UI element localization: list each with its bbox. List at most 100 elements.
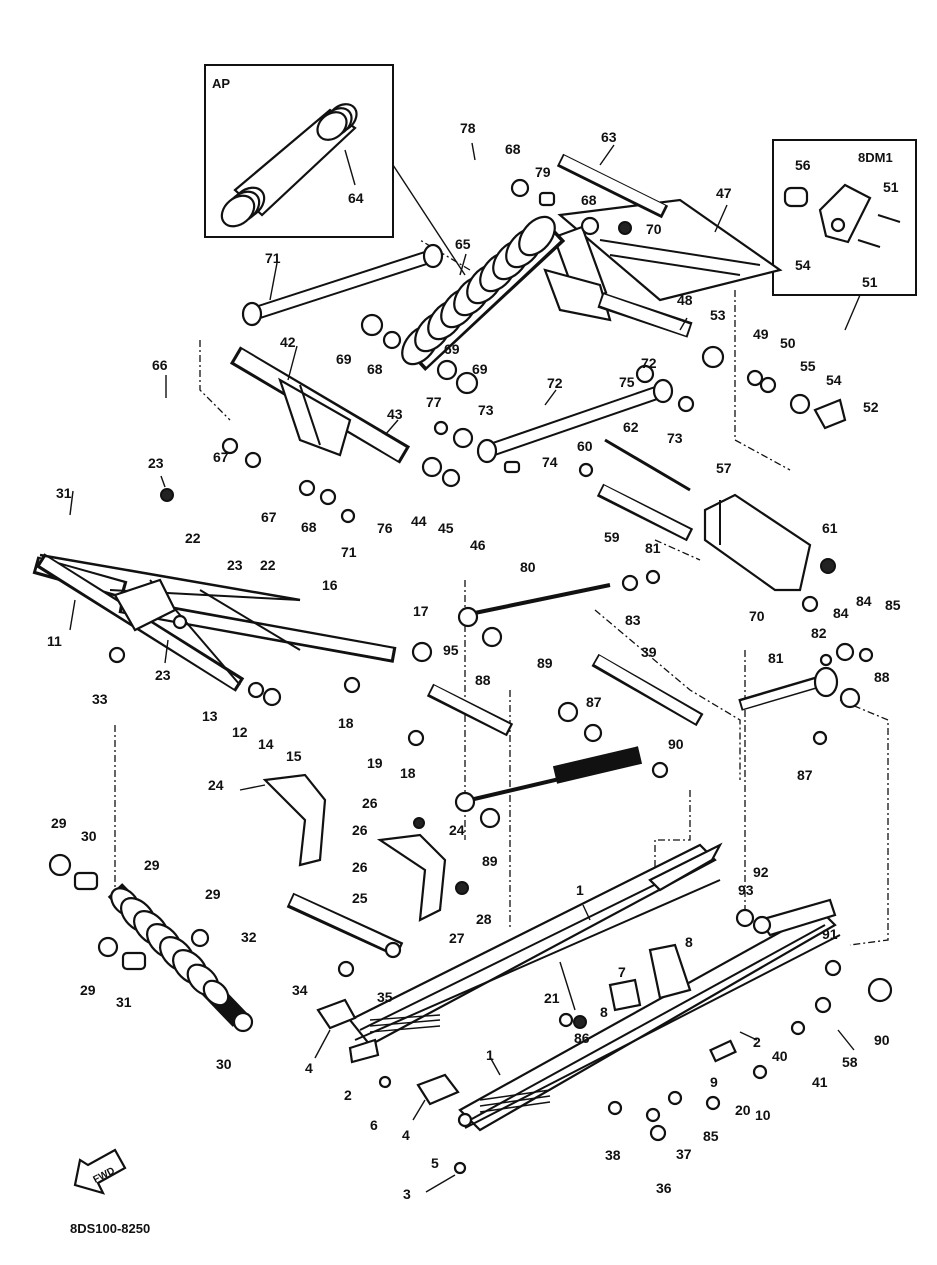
callout: 38 [605, 1147, 621, 1163]
callout: 29 [51, 815, 67, 831]
callout: 52 [863, 399, 879, 415]
callout: 21 [544, 990, 560, 1006]
callout: 86 [574, 1030, 590, 1046]
front-arm-41 [229, 346, 411, 464]
callout: 20 [735, 1102, 751, 1118]
callout: 72 [641, 355, 657, 371]
inset-ap-frame [204, 64, 394, 238]
leader-lines [69, 142, 855, 1193]
callout: 73 [667, 430, 683, 446]
inset-ap: AP 64 [204, 64, 466, 276]
callout: 82 [811, 625, 827, 641]
callout: 70 [646, 221, 662, 237]
callout: 57 [716, 460, 732, 476]
callout: 89 [537, 655, 553, 671]
bracket-24-left [262, 773, 327, 867]
callout: 92 [753, 864, 769, 880]
callout: 77 [426, 394, 442, 410]
callout: 31 [56, 485, 72, 501]
callout: 23 [227, 557, 243, 573]
callout: 83 [625, 612, 641, 628]
callout: 68 [301, 519, 317, 535]
callout: 12 [232, 724, 248, 740]
callout: 95 [443, 642, 459, 658]
callout: 17 [413, 603, 429, 619]
callout: 6 [370, 1117, 378, 1133]
callout-numbers: 1 1 2 2 3 4 4 5 6 7 8 8 9 10 11 12 13 14… [47, 120, 901, 1202]
drawing-code: 8DS100-8250 [70, 1221, 150, 1236]
spring-boot-part [220, 103, 358, 228]
callout: 91 [822, 926, 838, 942]
callout: 75 [619, 374, 635, 390]
callout: 61 [822, 520, 838, 536]
callout: 29 [205, 886, 221, 902]
callout: 29 [80, 982, 96, 998]
callout: 30 [81, 828, 97, 844]
rear-shock-28 [107, 883, 248, 1027]
callout: 56 [795, 157, 811, 173]
callout: 78 [460, 120, 476, 136]
callout: 59 [604, 529, 620, 545]
callout: 69 [444, 341, 460, 357]
inset-8dm1: 8DM1 [772, 139, 917, 331]
callout: 45 [438, 520, 454, 536]
callout: 8 [600, 1004, 608, 1020]
callout: 51 [862, 274, 878, 290]
callout: 9 [710, 1074, 718, 1090]
callout: 1 [576, 882, 584, 898]
callout: 90 [668, 736, 684, 752]
callout: 33 [92, 691, 108, 707]
fwd-arrow: FWD [73, 1148, 127, 1195]
inset-8dm1-frame [772, 139, 917, 296]
callout: 24 [208, 777, 224, 793]
callout: 37 [676, 1146, 692, 1162]
callout: 27 [449, 930, 465, 946]
callout: 71 [341, 544, 357, 560]
callout: 13 [202, 708, 218, 724]
callout: 26 [362, 795, 378, 811]
callout: 22 [185, 530, 201, 546]
callout: 36 [656, 1180, 672, 1196]
callout: 44 [411, 513, 427, 529]
callout: 8 [685, 934, 693, 950]
callout: 10 [755, 1107, 771, 1123]
callout: 23 [155, 667, 171, 683]
callout: 68 [505, 141, 521, 157]
callout: 41 [812, 1074, 828, 1090]
callout: 71 [265, 250, 281, 266]
callout: 28 [476, 911, 492, 927]
callout: 84 [856, 593, 872, 609]
callout: 30 [216, 1056, 232, 1072]
callout: 88 [475, 672, 491, 688]
callout: 72 [547, 375, 563, 391]
shock-absorber-63 [401, 215, 566, 371]
front-frame-11 [32, 553, 397, 692]
callout: 93 [738, 882, 754, 898]
guide-lines [114, 239, 889, 946]
callout: 68 [581, 192, 597, 208]
callout: 43 [387, 406, 403, 422]
inset-ap-title: AP [212, 76, 230, 91]
callout: 5 [431, 1155, 439, 1171]
callout: 69 [472, 361, 488, 377]
callout: 69 [336, 351, 352, 367]
callout: 85 [885, 597, 901, 613]
inset-8dm1-title: 8DM1 [858, 150, 893, 165]
callout: 47 [716, 185, 732, 201]
callout: 32 [241, 929, 257, 945]
callout: 4 [402, 1127, 410, 1143]
callout: 18 [400, 765, 416, 781]
callout: 40 [772, 1048, 788, 1064]
callout: 67 [213, 449, 229, 465]
callout: 62 [623, 419, 639, 435]
callout: 88 [874, 669, 890, 685]
callout: 25 [352, 890, 368, 906]
callout: 84 [833, 605, 849, 621]
callout: 42 [280, 334, 296, 350]
callout: 65 [455, 236, 471, 252]
callout: 2 [753, 1034, 761, 1050]
callout: 70 [749, 608, 765, 624]
callout: 51 [883, 179, 899, 195]
callout: 3 [403, 1186, 411, 1202]
callout: 2 [344, 1087, 352, 1103]
